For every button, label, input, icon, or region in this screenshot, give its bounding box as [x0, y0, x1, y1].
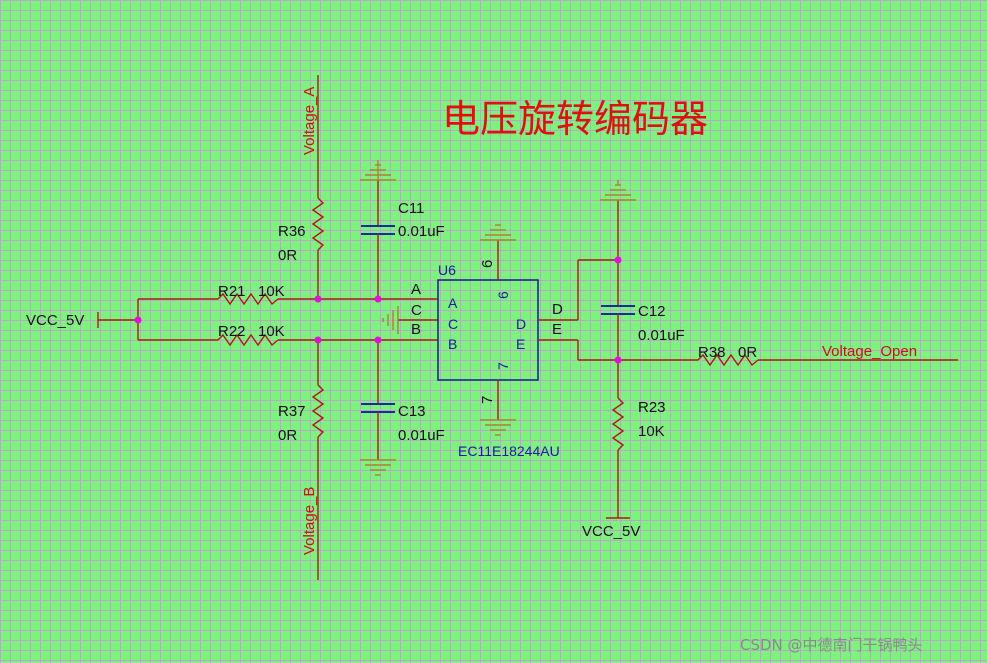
r23-ref: R23 [638, 399, 666, 416]
junction-dot [374, 295, 382, 303]
pin-e-inner: E [516, 336, 525, 352]
resistor-r37: R37 0R [278, 340, 325, 580]
pin-6-inner: 6 [495, 291, 511, 299]
vcc-left-net: VCC_5V [26, 299, 139, 340]
pin-a-inner: A [448, 295, 458, 311]
r36-value: 0R [278, 247, 297, 264]
resistor-r22: R22 10K [138, 323, 438, 347]
voltage-open-label: Voltage_Open [822, 343, 917, 360]
resistor-r36: R36 0R [278, 197, 325, 299]
r22-value: 10K [258, 323, 285, 340]
pin-d-outer: D [552, 301, 563, 318]
r37-value: 0R [278, 427, 297, 444]
c11-value: 0.01uF [398, 223, 445, 240]
r37-ref: R37 [278, 403, 306, 420]
ground-symbol-c12 [600, 180, 636, 201]
voltage-b-label: Voltage_B [301, 487, 318, 555]
r23-value: 10K [638, 423, 665, 440]
voltage-a-label: Voltage_A [301, 87, 318, 155]
c12-ref: C12 [638, 303, 666, 320]
r36-ref: R36 [278, 223, 306, 240]
pin-c-outer: C [411, 302, 422, 319]
r22-ref: R22 [218, 323, 246, 340]
pin-7-inner: 7 [495, 362, 511, 370]
junction-dot [314, 336, 322, 344]
capacitor-c11: C11 0.01uF [361, 180, 445, 299]
pin-a-outer: A [411, 281, 421, 298]
pin-c-inner: C [448, 316, 458, 332]
junction-dot [134, 316, 142, 324]
r21-value: 10K [258, 283, 285, 300]
vcc-bottom-label: VCC_5V [582, 523, 640, 540]
voltage-b-net: Voltage_B [301, 487, 318, 555]
junctions [134, 256, 622, 364]
c13-ref: C13 [398, 403, 426, 420]
junction-dot [614, 356, 622, 364]
encoder-u6: U6 EC11E18244AU A C B A C B D E D E 6 6 … [411, 240, 563, 459]
r38-value: 0R [738, 344, 757, 361]
voltage-open-net: Voltage_Open [822, 343, 917, 360]
ground-symbol-c13 [360, 459, 396, 476]
voltage-a-net: Voltage_A [301, 75, 319, 198]
r38-ref: R38 [698, 344, 726, 361]
resistor-r23: R23 10K [611, 360, 666, 518]
pin-b-inner: B [448, 336, 457, 352]
watermark: CSDN @中德南门干锅鸭头 [740, 636, 923, 654]
ground-symbol-c11 [360, 160, 396, 181]
ground-symbol-pin-c [382, 306, 438, 334]
pin-b-outer: B [411, 321, 421, 338]
vcc-left-label: VCC_5V [26, 312, 84, 329]
r21-ref: R21 [218, 283, 246, 300]
pin-6-outer: 6 [479, 260, 496, 268]
c12-value: 0.01uF [638, 327, 685, 344]
c11-ref: C11 [398, 200, 424, 217]
pin-d-inner: D [516, 316, 526, 332]
u6-ref: U6 [438, 262, 456, 278]
capacitor-c13: C13 0.01uF [361, 340, 445, 460]
resistor-r38: R38 0R [697, 344, 958, 367]
pin-e-outer: E [552, 321, 562, 338]
junction-dot [614, 256, 622, 264]
ground-symbol-pin-7 [480, 419, 516, 436]
resistor-r21: R21 10K [138, 283, 438, 306]
c13-value: 0.01uF [398, 427, 445, 444]
pin-d-e-wiring [538, 259, 698, 361]
junction-dot [314, 295, 322, 303]
schematic-title: 电压旋转编码器 [442, 97, 708, 141]
junction-dot [374, 336, 382, 344]
capacitor-c12: C12 0.01uF [601, 200, 685, 360]
encoder-body [437, 279, 539, 381]
u6-part-number: EC11E18244AU [458, 443, 560, 459]
ground-symbol-pin-6 [480, 224, 516, 241]
pin-7-outer: 7 [479, 396, 496, 404]
vcc-bottom-net: VCC_5V [582, 517, 640, 540]
